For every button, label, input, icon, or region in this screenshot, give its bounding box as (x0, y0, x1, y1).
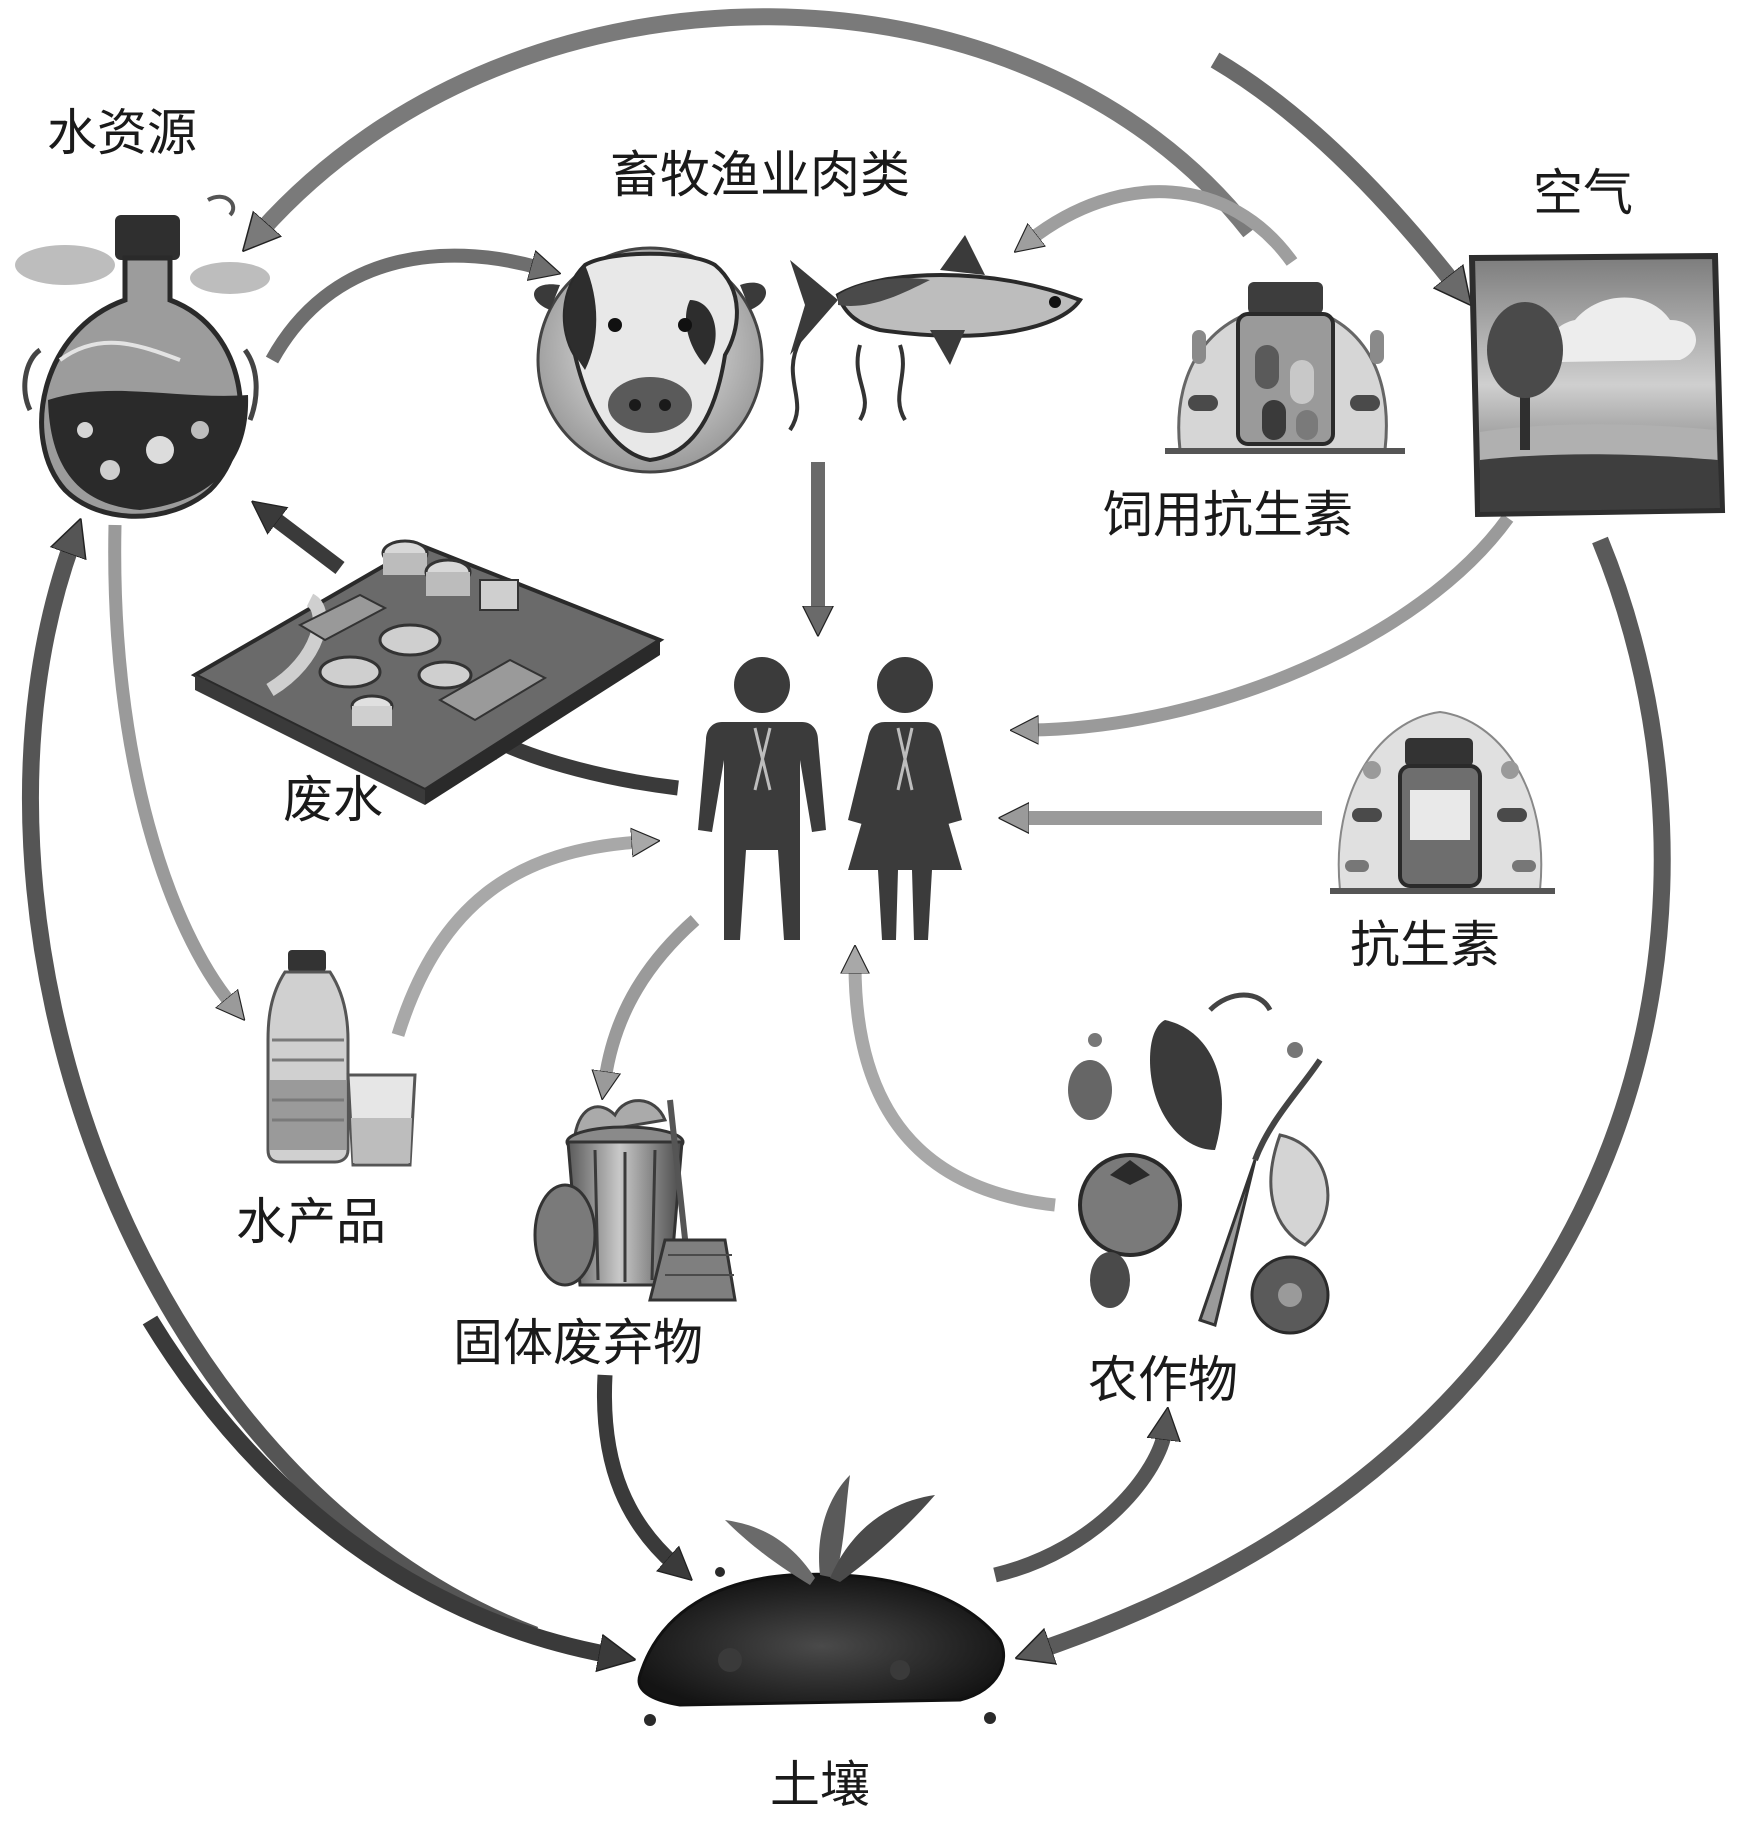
flask-icon (15, 194, 270, 519)
label-wastewater: 废水 (283, 771, 383, 829)
soil-icon (637, 1475, 1006, 1726)
arrow-crops-to-people (855, 965, 1056, 1212)
label-water-resources: 水资源 (47, 104, 197, 162)
arrow-water-to-air (1210, 52, 1455, 285)
vegetables-icon (1068, 992, 1330, 1335)
label-solid-waste: 固体废弃物 (453, 1314, 703, 1372)
fish-icon (788, 235, 1084, 432)
woman-icon (848, 657, 962, 940)
medicine-bottle-icon (1330, 710, 1555, 894)
cow-icon (533, 246, 767, 474)
label-livestock-meat: 畜牧渔业肉类 (610, 146, 910, 204)
arrow-water-to-soil (142, 1315, 610, 1655)
man-icon (698, 657, 826, 940)
arrow-feed-to-livestock (1030, 185, 1298, 266)
label-feed-antibiotics: 饲用抗生素 (1103, 486, 1353, 544)
trash-can-icon (533, 1099, 737, 1302)
arrow-water-to-waterproducts (108, 524, 232, 1005)
arrow-solidwaste-to-soil (596, 1374, 675, 1565)
label-crops: 农作物 (1088, 1351, 1238, 1409)
treatment-plant-icon (190, 539, 665, 805)
people-icon (698, 657, 962, 940)
arrow-waterproducts-to-people (391, 842, 640, 1037)
arrow-people-to-solidwaste (605, 915, 700, 1080)
label-air: 空气 (1533, 164, 1633, 222)
arrow-air-to-soil (1040, 536, 1671, 1650)
pill-bottle-icon (1165, 282, 1405, 454)
arrow-air-to-people (1030, 514, 1514, 730)
arrow-water-to-livestock (265, 248, 540, 364)
landscape-icon (1468, 252, 1726, 518)
label-soil: 土壤 (770, 1756, 870, 1814)
label-antibiotics: 抗生素 (1350, 916, 1500, 974)
arrow-wastewater-to-water (270, 515, 345, 574)
water-bottle-icon (266, 950, 350, 1164)
glass-icon (346, 1073, 417, 1167)
arrow-soil-to-water (21, 543, 539, 1643)
arrow-air-to-water (260, 8, 1257, 232)
arrow-soil-to-crops (993, 1430, 1165, 1583)
arrow-people-to-wastewater (495, 740, 679, 796)
label-water-products: 水产品 (236, 1193, 386, 1251)
